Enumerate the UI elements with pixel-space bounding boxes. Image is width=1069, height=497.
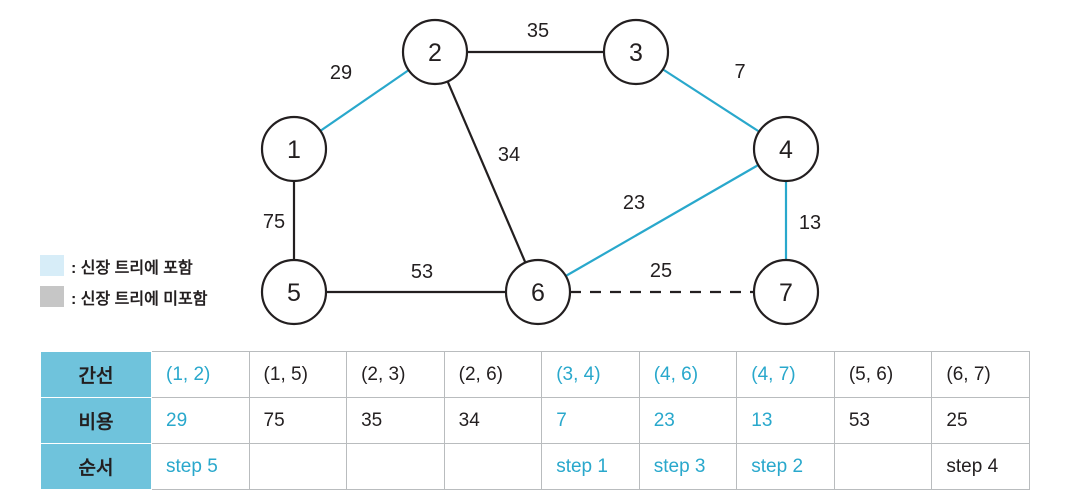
table-cell-order-row-3 <box>346 443 445 490</box>
graph-edge-4-6 <box>565 164 759 277</box>
graph-node-label-1: 1 <box>287 136 301 164</box>
graph-node-5 <box>260 258 328 326</box>
graph-node-label-2: 2 <box>428 39 442 67</box>
graph-node-7 <box>752 258 820 326</box>
table-cell-edge-row-8: (5, 6) <box>833 351 933 398</box>
table-cell-cost-row-4: 34 <box>443 397 543 444</box>
table-cell-cost-row-5: 7 <box>541 397 640 444</box>
table-cell-order-row-1: step 5 <box>151 443 250 490</box>
table-cell-order-row-8 <box>833 443 933 490</box>
table-cell-edge-row-6: (4, 6) <box>638 351 738 398</box>
table-cell-edge-row-5: (3, 4) <box>541 351 640 398</box>
table-cell-cost-row-1: 29 <box>151 397 250 444</box>
edge-weight-2-6: 34 <box>498 144 520 166</box>
table-cell-cost-row-2: 75 <box>248 397 348 444</box>
edge-weight-1-5: 75 <box>263 211 285 233</box>
table-cell-edge-row-7: (4, 7) <box>736 351 835 398</box>
table-cell-order-row-7: step 2 <box>736 443 835 490</box>
table-cell-edge-row-3: (2, 3) <box>346 351 445 398</box>
edge-weight-5-6: 53 <box>411 261 433 283</box>
table-cell-cost-row-7: 13 <box>736 397 835 444</box>
legend-label-included: : 신장 트리에 포함 <box>71 259 193 277</box>
table-cell-cost-row-6: 23 <box>638 397 738 444</box>
table-cell-order-row-5: step 1 <box>541 443 640 490</box>
graph-edge-3-4 <box>662 68 760 133</box>
graph-node-label-4: 4 <box>779 136 793 164</box>
edge-weight-1-2: 29 <box>330 62 352 84</box>
table-cell-edge-row-9: (6, 7) <box>931 351 1030 398</box>
table-row-header-order-row: 순서 <box>40 443 152 490</box>
legend-item-excluded: : 신장 트리에 미포함 <box>40 281 270 312</box>
graph-node-label-7: 7 <box>779 279 793 307</box>
graph-node-6 <box>504 258 572 326</box>
edge-weight-4-6: 23 <box>623 192 645 214</box>
table-cell-order-row-4 <box>443 443 543 490</box>
table-row-header-edge-row: 간선 <box>40 351 152 398</box>
edge-weight-2-3: 35 <box>527 20 549 42</box>
legend-item-included: : 신장 트리에 포함 <box>40 250 270 281</box>
table-cell-edge-row-2: (1, 5) <box>248 351 348 398</box>
graph-node-label-3: 3 <box>629 39 643 67</box>
graph-edge-2-6 <box>446 80 527 264</box>
graph-node-2 <box>401 18 469 86</box>
graph-edge-1-2 <box>319 69 410 132</box>
legend-label-excluded: : 신장 트리에 미포함 <box>71 290 208 308</box>
graph-node-label-5: 5 <box>287 279 301 307</box>
graph-node-3 <box>602 18 670 86</box>
edges-layer <box>292 50 788 294</box>
graph-node-1 <box>260 115 328 183</box>
edge-weight-3-4: 7 <box>734 61 745 83</box>
table-row-header-cost-row: 비용 <box>40 397 152 444</box>
table-cell-order-row-9: step 4 <box>931 443 1030 490</box>
table-cell-edge-row-4: (2, 6) <box>443 351 543 398</box>
legend: : 신장 트리에 포함 : 신장 트리에 미포함 <box>40 250 270 312</box>
table-cell-edge-row-1: (1, 2) <box>151 351 250 398</box>
table-cell-order-row-6: step 3 <box>638 443 738 490</box>
table-cell-cost-row-8: 53 <box>833 397 933 444</box>
table-cell-cost-row-9: 25 <box>931 397 1030 444</box>
legend-swatch-included <box>40 255 64 276</box>
edge-weight-6-7: 25 <box>650 260 672 282</box>
graph-node-label-6: 6 <box>531 279 545 307</box>
edge-weight-4-7: 13 <box>799 212 821 234</box>
legend-swatch-excluded <box>40 286 64 307</box>
table-row: 간선(1, 2)(1, 5)(2, 3)(2, 6)(3, 4)(4, 6)(4… <box>40 351 1030 398</box>
table-cell-order-row-2 <box>248 443 348 490</box>
graph-node-4 <box>752 115 820 183</box>
table-cell-cost-row-3: 35 <box>346 397 445 444</box>
edge-cost-order-table: 간선(1, 2)(1, 5)(2, 3)(2, 6)(3, 4)(4, 6)(4… <box>40 351 1030 490</box>
